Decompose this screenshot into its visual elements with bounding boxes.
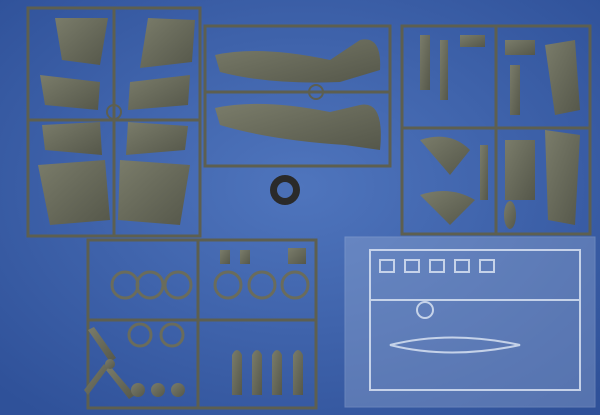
wing-panels bbox=[38, 18, 195, 225]
clear-parts-bag bbox=[344, 236, 596, 408]
fuselage-halves bbox=[215, 39, 381, 150]
sprue-wings bbox=[26, 6, 202, 238]
sprue-fuselage bbox=[203, 24, 392, 168]
small-parts bbox=[420, 35, 580, 229]
rubber-ring bbox=[270, 175, 300, 205]
sprue-small-parts bbox=[400, 24, 592, 236]
engine-parts bbox=[110, 270, 310, 348]
propeller-and-tanks bbox=[84, 248, 306, 399]
sprue-engine-parts bbox=[86, 238, 318, 410]
